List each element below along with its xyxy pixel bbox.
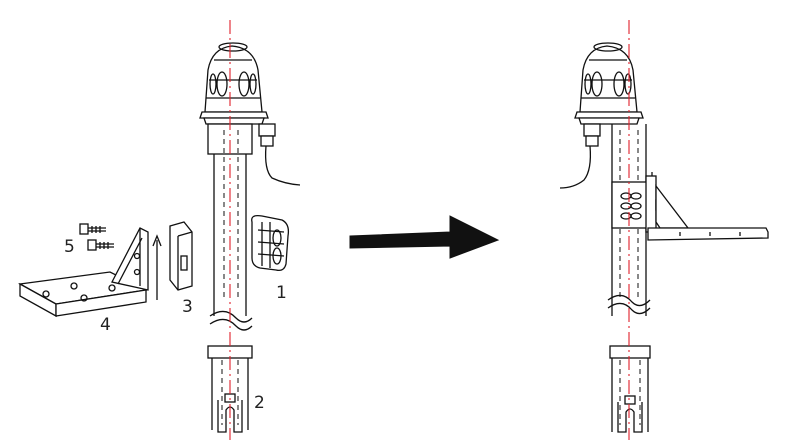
assembled-view: [559, 20, 769, 440]
sensor-head-left: [199, 42, 269, 125]
mount-plate: [17, 227, 149, 318]
up-arrow-icon: [152, 234, 162, 300]
clamp-block: [169, 221, 193, 291]
label-clamp-block: 3: [182, 297, 193, 317]
label-screws: 5: [64, 237, 75, 257]
exploded-view: 1 3 4: [17, 20, 301, 440]
cable-gland-left: [258, 123, 301, 186]
assembled-bracket: [611, 172, 769, 241]
right-arrow-icon: [349, 215, 500, 259]
cable-gland-right: [559, 123, 601, 189]
label-mount-plate: 4: [100, 315, 111, 335]
sensor-head-right: [574, 42, 644, 125]
screws: [79, 223, 114, 251]
bracket-clamp: [251, 214, 290, 272]
label-bracket-clamp: 1: [276, 283, 287, 303]
label-pole: 2: [254, 393, 265, 413]
